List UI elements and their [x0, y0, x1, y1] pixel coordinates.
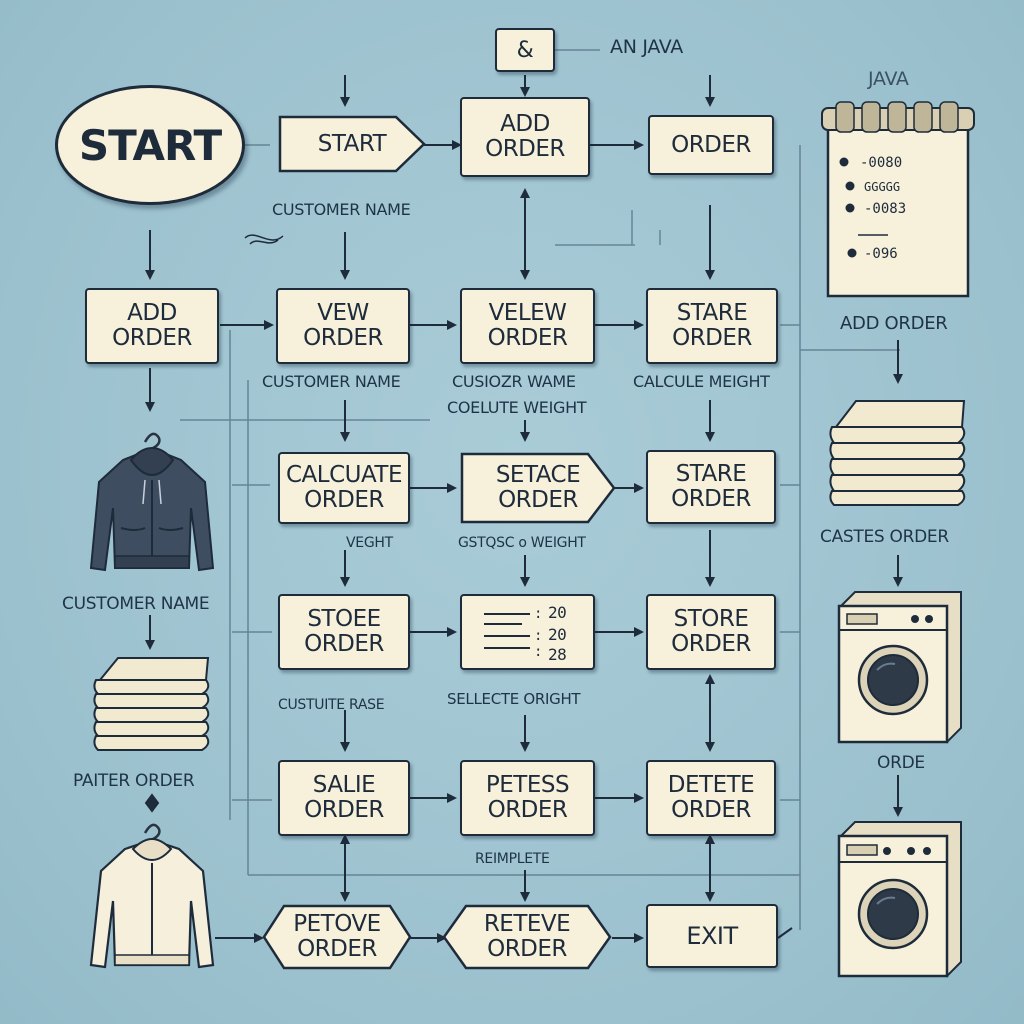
petove-order-shape: [262, 904, 412, 970]
washing-machine-icon-2: [837, 821, 962, 978]
start-process-node[interactable]: START: [278, 115, 426, 173]
list-row-value: 28: [548, 645, 566, 664]
add-order-right-label: ADD ORDER: [840, 313, 948, 334]
veght-label: VEGHT: [346, 535, 393, 551]
weight-label: GSTQSC o WEIGHT: [458, 535, 586, 551]
notepad-row: GGGGG: [864, 180, 900, 194]
stacked-clothes-icon-right: [829, 400, 966, 506]
list-node-rows: : : : 20 20 28: [484, 603, 567, 664]
coelute-weight-label: COELUTE WEIGHT: [447, 398, 587, 417]
list-row-value: 20: [548, 625, 566, 644]
stacked-clothes-icon: [93, 657, 210, 751]
order-top-node[interactable]: ORDER: [648, 115, 774, 175]
orde-label: ORDE: [877, 753, 925, 773]
notepad-icon: -0080 GGGGG -0083 -096: [821, 101, 975, 298]
reimplete-label: REIMPLETE: [475, 851, 550, 867]
jacket-icon: [89, 823, 215, 969]
svg-text::: :: [534, 606, 542, 622]
custuite-rase-label: CUSTUITE RASE: [278, 697, 385, 713]
notepad-row: -0080: [860, 155, 902, 171]
exit-node[interactable]: EXIT: [646, 904, 778, 968]
calcule-meight-label: CALCULE MEIGHT: [633, 372, 770, 391]
setace-order-shape: [460, 452, 616, 524]
reteve-order-shape: [442, 904, 612, 970]
list-row-value: 20: [548, 603, 566, 622]
customer-name-label: CUSTOMER NAME: [272, 200, 411, 219]
top-note-label: AN JAVA: [610, 36, 683, 58]
washing-machine-icon: [837, 591, 962, 744]
customer-name-label-2: CUSTOMER NAME: [262, 372, 401, 391]
start-process-label: START: [317, 130, 387, 157]
start-terminal[interactable]: START: [55, 85, 245, 205]
cusiozr-wame-label: CUSIOZR WAME: [452, 372, 576, 391]
castes-order-label: CASTES ORDER: [820, 527, 949, 547]
notepad-row: -096: [864, 246, 898, 262]
svg-text::: :: [534, 644, 542, 660]
paiter-order-label: PAITER ORDER: [73, 771, 195, 791]
list-node[interactable]: : : : 20 20 28: [460, 594, 595, 670]
customer-name-left-label: CUSTOMER NAME: [62, 594, 210, 614]
notepad-row: -0083: [864, 201, 906, 217]
start-process-shape: [278, 115, 426, 173]
hoodie-icon: [89, 432, 215, 572]
svg-text::: :: [534, 628, 542, 644]
sellecte-oright-label: SELLECTE ORIGHT: [447, 690, 581, 708]
top-logo-box: &: [495, 28, 555, 72]
java-label: JAVA: [868, 68, 909, 90]
